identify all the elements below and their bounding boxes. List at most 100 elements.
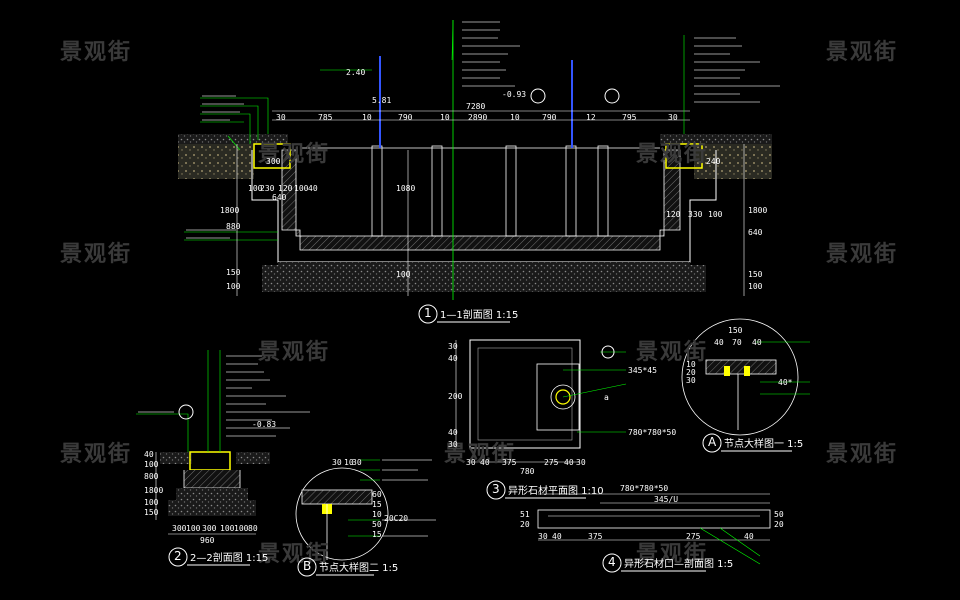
- plan-label-a: a: [604, 393, 609, 402]
- s4-dim-right: 20: [774, 520, 784, 529]
- callout-bubble-a2: [601, 345, 615, 359]
- detail-b-callout: 20C20: [384, 514, 409, 523]
- bubble-1-number: 1: [424, 306, 432, 320]
- bubble-4-number: 4: [608, 555, 616, 569]
- dim-top: 10: [510, 113, 520, 122]
- plan-dim-bottom: 375: [502, 458, 517, 467]
- s2-dim-bottom: 100: [234, 524, 249, 533]
- s2-ground-right: [236, 452, 270, 464]
- elevation: 5.81: [372, 96, 392, 105]
- detail-b-leaders: [348, 459, 380, 537]
- bubble-2: [168, 547, 188, 567]
- s4-dim-left: 20: [520, 520, 530, 529]
- dim-left-bottom: 100: [248, 184, 263, 193]
- dim-center-vertical: 1080: [396, 184, 416, 193]
- s4-dim-right: 50: [774, 510, 784, 519]
- detail-b-note-lines: [382, 459, 436, 537]
- pool-base-step-right: [690, 265, 706, 292]
- bubble-2-number: 2: [174, 549, 182, 563]
- plan-inner-stone: [477, 347, 573, 441]
- elevation: -0.83: [252, 420, 277, 429]
- detailA-title: 节点大样图一 1:5: [724, 439, 804, 450]
- soil-left: [178, 144, 254, 179]
- plan-recess: [536, 363, 580, 431]
- detail-a-drawing: [681, 318, 810, 436]
- dim-top: 30: [668, 113, 678, 122]
- bubble-3: [486, 480, 506, 500]
- dim-right-bottom: 330: [688, 210, 703, 219]
- s4-dim-top: 780*780*50: [620, 484, 669, 493]
- pool-concrete-shell: [281, 149, 681, 251]
- coping-left: [253, 143, 291, 169]
- bubble-1: [418, 304, 438, 324]
- plan-drain-inner: [555, 389, 571, 405]
- bubble-a-letter: A: [708, 435, 717, 449]
- s4-dim-bottom: 275: [686, 532, 701, 541]
- s2-leaders: [136, 350, 221, 452]
- s2-dim-bottom: 100: [186, 524, 201, 533]
- s4-dim-left: 51: [520, 510, 530, 519]
- s2-dim-bottom: 300: [172, 524, 187, 533]
- detail-b-dim-left: 10: [372, 510, 382, 519]
- s2-dim-left: 150: [144, 508, 159, 517]
- dim-top: 10: [362, 113, 372, 122]
- detail-b-dim-left: 60: [372, 490, 382, 499]
- ground-surface-right: [660, 134, 772, 144]
- detail-b-circle: [295, 467, 389, 561]
- detail-a-joint-2: [744, 366, 750, 376]
- dim-left-bottom: 100: [294, 184, 309, 193]
- dim-left-vertical: 100: [226, 282, 241, 291]
- dim-left-vertical: 150: [226, 268, 241, 277]
- s2-dim-left: 800: [144, 472, 159, 481]
- plan-dim-left: 40: [448, 428, 458, 437]
- s2-dim-total: 960: [200, 536, 215, 545]
- dim-left-bottom-total: 640: [272, 193, 287, 202]
- s2-dim-left: 100: [144, 498, 159, 507]
- section4-title: 异形石材口—剖面图 1:5: [624, 559, 734, 570]
- s4-slab: [537, 509, 771, 529]
- detail-b-dim-left: 15: [372, 500, 382, 509]
- detail-b-coping: [301, 489, 373, 505]
- s4-dim-top: 345/U: [654, 495, 679, 504]
- dim-right-vertical: 1800: [748, 206, 768, 215]
- callout-bubble-a: [530, 88, 546, 104]
- dim-right-bottom: 100: [708, 210, 723, 219]
- dim-top: 785: [318, 113, 333, 122]
- detail-a-circle: [681, 318, 799, 436]
- s4-dim-bottom: 30: [538, 532, 548, 541]
- detail-a-dim-top: 40: [714, 338, 724, 347]
- pool-base-step-left: [262, 265, 278, 292]
- s2-dim-left: 100: [144, 460, 159, 469]
- s2-dim-left: 1800: [144, 486, 164, 495]
- plan-dim-total: 780: [520, 467, 535, 476]
- s2-base-1: [176, 488, 248, 500]
- plan-3-drawing: [455, 339, 627, 463]
- plan-outer-stone: [469, 339, 581, 449]
- plan-dim-left: 40: [448, 354, 458, 363]
- dim-left-vertical: 1800: [220, 206, 240, 215]
- detail-a-dim-left: 20: [686, 368, 696, 377]
- detail-a-joint-1: [724, 366, 730, 376]
- dim-left-vertical: 880: [226, 222, 241, 231]
- section2-title: 2—2剖面图 1:15: [190, 553, 269, 564]
- elevation: -0.93: [502, 90, 527, 99]
- detailB-title: 节点大样图二 1:5: [319, 563, 399, 574]
- detail-a-coping: [705, 359, 777, 375]
- pool-base-gravel: [278, 262, 690, 292]
- section1-vertical-dims: [236, 144, 745, 296]
- s2-leader-note-lines: [138, 355, 310, 437]
- s2-ground-left: [160, 452, 192, 464]
- dim-top: 795: [622, 113, 637, 122]
- s4-dim-bottom: 40: [744, 532, 754, 541]
- ground-surface-left: [178, 134, 288, 144]
- dim-right-bottom: 120: [666, 210, 681, 219]
- bubble-a: [702, 433, 722, 453]
- s2-dim-left: 40: [144, 450, 154, 459]
- dim-top: 790: [542, 113, 557, 122]
- section1-title: 1—1剖面图 1:15: [440, 310, 519, 321]
- detail-b-dim-top: 30: [332, 458, 342, 467]
- section-2-drawing: [136, 350, 310, 535]
- plan-leaders: [562, 351, 627, 433]
- plan-callout: 780*780*50: [628, 428, 677, 437]
- plan3-title: 异形石材平面图 1:10: [508, 486, 604, 497]
